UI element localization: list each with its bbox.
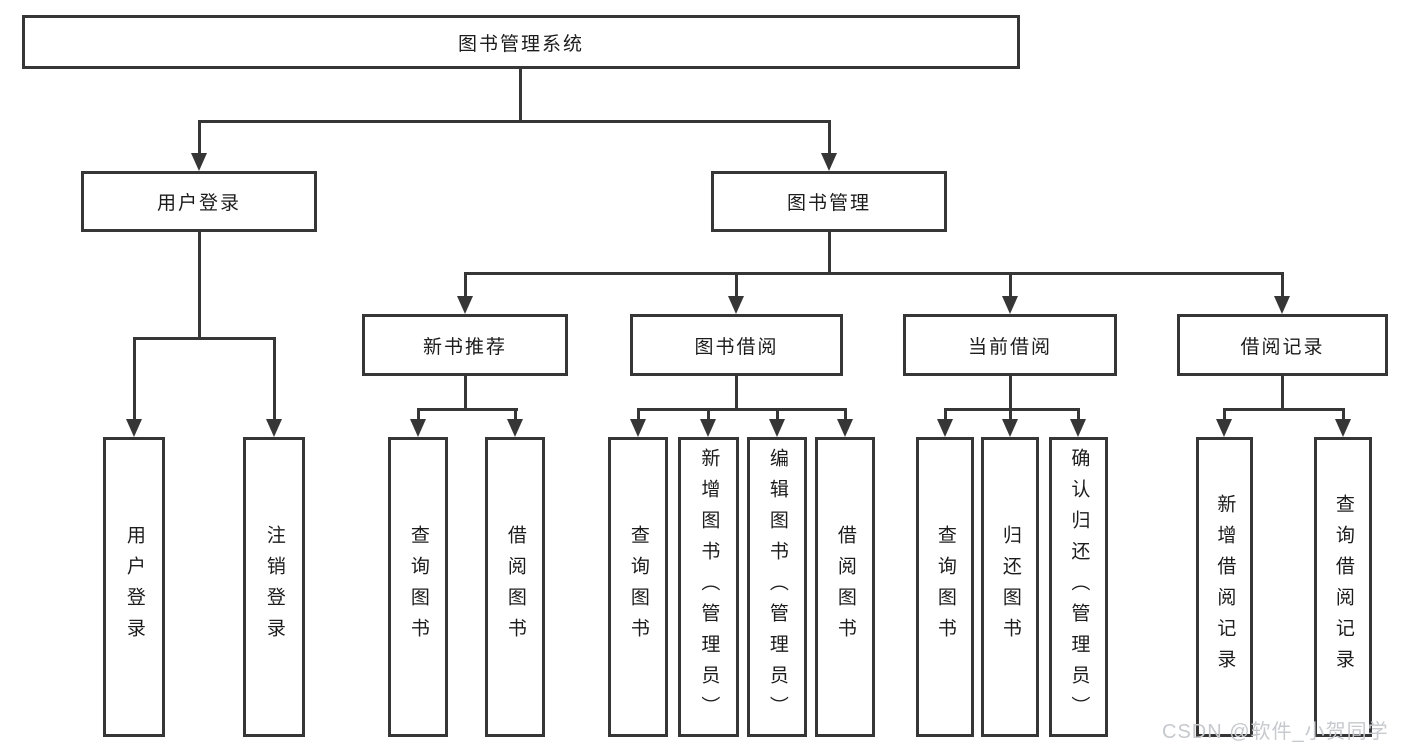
leaf-add-books-admin: 新增图书（管理员） (678, 437, 739, 737)
leaf-label: 查询图书 (407, 525, 429, 649)
connector-line (944, 408, 947, 421)
leaf-search-books-borrow: 查询图书 (608, 437, 668, 737)
leaf-return-books: 归还图书 (981, 437, 1039, 737)
leaf-label: 借阅图书 (504, 525, 526, 649)
connector-line (707, 408, 710, 421)
arrowhead-down-icon (507, 419, 523, 437)
connector-line (844, 408, 847, 421)
arrowhead-down-icon (1002, 419, 1018, 437)
leaf-label: 查询图书 (627, 525, 649, 649)
arrowhead-down-icon (937, 419, 953, 437)
leaf-add-borrow-record: 新增借阅记录 (1196, 437, 1253, 737)
connector-line (198, 232, 201, 339)
arrowhead-down-icon (700, 419, 716, 437)
leaf-label: 归还图书 (999, 525, 1021, 649)
connector-line (735, 376, 738, 410)
node-label: 当前借阅 (967, 336, 1052, 358)
leaf-logout: 注销登录 (243, 437, 305, 737)
leaf-label: 查询图书 (934, 525, 956, 649)
leaf-borrow-books: 借阅图书 (815, 437, 875, 737)
arrowhead-down-icon (1002, 296, 1018, 314)
connector-line (464, 272, 1284, 275)
watermark: CSDN @软件_小贺同学 (1162, 721, 1389, 743)
connector-line (637, 408, 640, 421)
connector-line (1342, 408, 1345, 421)
arrowhead-down-icon (266, 419, 282, 437)
connector-line (828, 232, 831, 274)
leaf-label: 新增借阅记录 (1214, 494, 1236, 680)
leaf-label: 确认归还（管理员） (1068, 447, 1090, 727)
connector-line (1077, 408, 1080, 421)
connector-line (828, 120, 831, 155)
leaf-label: 借阅图书 (834, 525, 856, 649)
node-borrowing-records: 借阅记录 (1177, 314, 1388, 376)
connector-line (944, 408, 1080, 411)
node-label: 图书管理系统 (457, 33, 584, 55)
connector-line (1009, 272, 1012, 298)
arrowhead-down-icon (821, 153, 837, 171)
leaf-label: 查询借阅记录 (1332, 494, 1354, 680)
connector-line (1223, 408, 1345, 411)
leaf-user-login: 用户登录 (103, 437, 165, 737)
node-label: 借阅记录 (1240, 336, 1325, 358)
leaf-edit-books-admin: 编辑图书（管理员） (747, 437, 807, 737)
node-label: 图书借阅 (694, 336, 779, 358)
connector-line (1223, 408, 1226, 421)
connector-line (464, 272, 467, 298)
connector-line (464, 376, 467, 410)
arrowhead-down-icon (191, 153, 207, 171)
arrowhead-down-icon (769, 419, 785, 437)
arrowhead-down-icon (630, 419, 646, 437)
node-label: 用户登录 (156, 193, 241, 214)
connector-line (776, 408, 779, 421)
node-label: 图书管理 (786, 193, 871, 214)
leaf-label: 注销登录 (263, 525, 285, 649)
connector-line (198, 120, 201, 155)
connector-line (1009, 376, 1012, 410)
node-user-login: 用户登录 (81, 171, 317, 232)
connector-line (198, 120, 831, 123)
connector-line (417, 408, 420, 421)
arrowhead-down-icon (1216, 419, 1232, 437)
arrowhead-down-icon (1070, 419, 1086, 437)
node-new-book-recommendation: 新书推荐 (362, 314, 568, 376)
arrowhead-down-icon (1335, 419, 1351, 437)
leaf-search-borrow-record: 查询借阅记录 (1314, 437, 1372, 737)
leaf-label: 用户登录 (123, 525, 145, 649)
connector-line (417, 408, 518, 411)
arrowhead-down-icon (457, 296, 473, 314)
leaf-borrow-books-recommend: 借阅图书 (485, 437, 545, 737)
leaf-confirm-return-admin: 确认归还（管理员） (1049, 437, 1108, 737)
leaf-label: 新增图书（管理员） (698, 447, 720, 727)
connector-line (514, 408, 517, 421)
node-label: 新书推荐 (422, 336, 507, 358)
connector-line (133, 337, 276, 340)
arrowhead-down-icon (410, 419, 426, 437)
leaf-label: 编辑图书（管理员） (766, 447, 788, 727)
leaf-search-books-recommend: 查询图书 (388, 437, 448, 737)
leaf-search-books-current: 查询图书 (916, 437, 974, 737)
connector-line (1281, 376, 1284, 410)
node-library-system: 图书管理系统 (22, 15, 1020, 69)
arrowhead-down-icon (126, 419, 142, 437)
arrowhead-down-icon (1274, 296, 1290, 314)
connector-line (637, 408, 846, 411)
connector-line (133, 337, 136, 421)
node-book-management: 图书管理 (711, 171, 947, 232)
connector-line (519, 69, 522, 122)
node-book-borrowing: 图书借阅 (630, 314, 843, 376)
connector-line (1281, 272, 1284, 298)
node-current-borrowing: 当前借阅 (903, 314, 1117, 376)
connector-line (735, 272, 738, 298)
arrowhead-down-icon (728, 296, 744, 314)
arrowhead-down-icon (837, 419, 853, 437)
connector-line (1009, 408, 1012, 421)
connector-line (273, 337, 276, 421)
